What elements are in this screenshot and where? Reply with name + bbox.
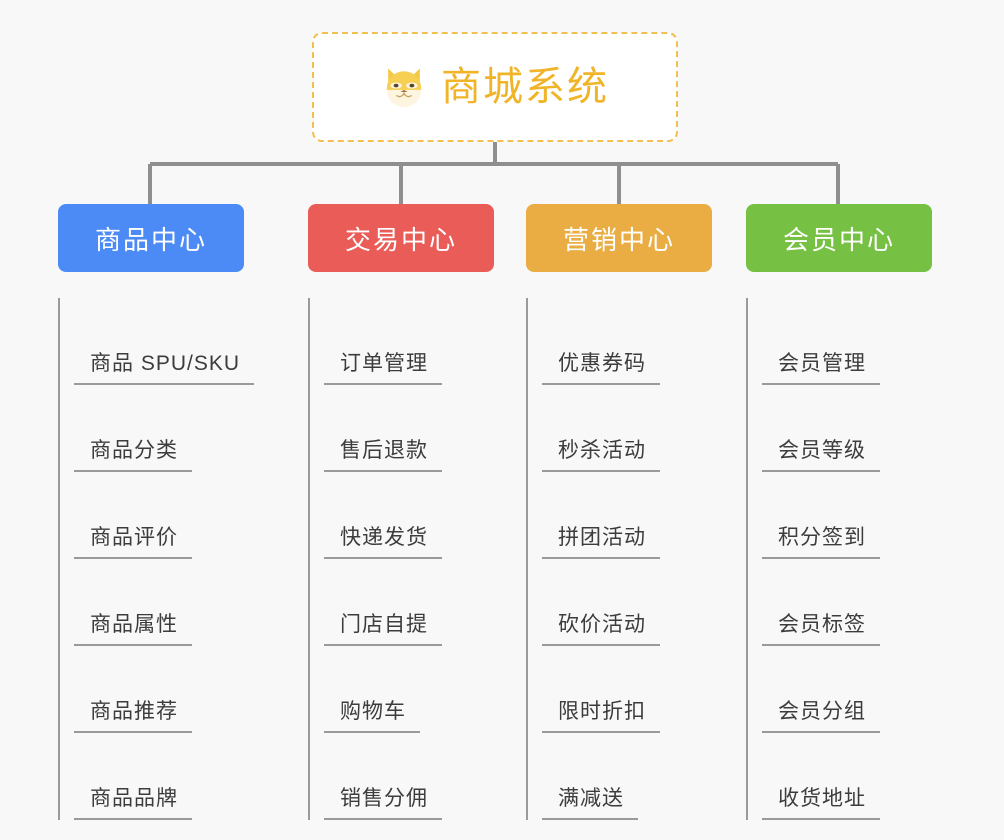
branch-items-1: 订单管理 售后退款 快递发货 门店自提 购物车 销售分佣: [308, 298, 494, 820]
leaf-label: 满减送: [542, 787, 638, 820]
branch-member-center: 会员中心 会员管理 会员等级 积分签到 会员标签 会员分组 收货地址: [746, 204, 932, 820]
leaf-label: 商品品牌: [74, 787, 192, 820]
branch-header-2[interactable]: 营销中心: [526, 204, 712, 272]
shiba-dog-icon: [386, 68, 422, 108]
leaf-label: 拼团活动: [542, 526, 660, 559]
list-item[interactable]: 订单管理: [324, 298, 494, 385]
branch-items-0: 商品 SPU/SKU 商品分类 商品评价 商品属性 商品推荐 商品品牌: [58, 298, 255, 820]
branch-items-2: 优惠券码 秒杀活动 拼团活动 砍价活动 限时折扣 满减送: [526, 298, 712, 820]
list-item[interactable]: 优惠券码: [542, 298, 712, 385]
list-item[interactable]: 会员管理: [762, 298, 932, 385]
list-item[interactable]: 商品分类: [74, 385, 244, 472]
list-item[interactable]: 购物车: [324, 646, 494, 733]
list-item[interactable]: 快递发货: [324, 472, 494, 559]
leaf-label: 商品属性: [74, 613, 192, 646]
list-item[interactable]: 会员标签: [762, 559, 932, 646]
leaf-label: 商品分类: [74, 439, 192, 472]
leaf-label: 销售分佣: [324, 787, 442, 820]
leaf-label: 购物车: [324, 700, 420, 733]
list-item[interactable]: 收货地址: [762, 733, 932, 820]
list-item[interactable]: 售后退款: [324, 385, 494, 472]
branch-header-1[interactable]: 交易中心: [308, 204, 494, 272]
branch-header-label-2: 营销中心: [562, 224, 675, 255]
leaf-label: 售后退款: [324, 439, 442, 472]
list-item[interactable]: 拼团活动: [542, 472, 712, 559]
leaf-label: 优惠券码: [542, 352, 660, 385]
leaf-label: 会员分组: [762, 700, 880, 733]
list-item[interactable]: 秒杀活动: [542, 385, 712, 472]
branch-trade-center: 交易中心 订单管理 售后退款 快递发货 门店自提 购物车 销售分佣: [308, 204, 494, 820]
leaf-label: 秒杀活动: [542, 439, 660, 472]
leaf-label: 商品推荐: [74, 700, 192, 733]
list-item[interactable]: 门店自提: [324, 559, 494, 646]
leaf-label: 会员等级: [762, 439, 880, 472]
leaf-label: 限时折扣: [542, 700, 660, 733]
list-item[interactable]: 商品评价: [74, 472, 244, 559]
list-item[interactable]: 满减送: [542, 733, 712, 820]
leaf-label: 商品 SPU/SKU: [74, 352, 255, 385]
leaf-label: 商品评价: [74, 526, 192, 559]
list-item[interactable]: 积分签到: [762, 472, 932, 559]
list-item[interactable]: 限时折扣: [542, 646, 712, 733]
list-item[interactable]: 商品推荐: [74, 646, 244, 733]
leaf-label: 收货地址: [762, 787, 880, 820]
branch-items-3: 会员管理 会员等级 积分签到 会员标签 会员分组 收货地址: [746, 298, 932, 820]
leaf-label: 砍价活动: [542, 613, 660, 646]
branch-header-label-3: 会员中心: [782, 224, 895, 255]
list-item[interactable]: 会员分组: [762, 646, 932, 733]
leaf-label: 快递发货: [324, 526, 442, 559]
leaf-label: 会员管理: [762, 352, 880, 385]
list-item[interactable]: 砍价活动: [542, 559, 712, 646]
branch-header-0[interactable]: 商品中心: [58, 204, 244, 272]
branch-header-label-1: 交易中心: [344, 224, 457, 255]
root-node[interactable]: 商城系统: [312, 32, 678, 142]
list-item[interactable]: 商品 SPU/SKU: [74, 298, 255, 385]
leaf-label: 会员标签: [762, 613, 880, 646]
leaf-label: 门店自提: [324, 613, 442, 646]
list-item[interactable]: 商品属性: [74, 559, 244, 646]
root-title: 商城系统: [441, 65, 609, 109]
branch-header-label-0: 商品中心: [94, 224, 207, 255]
leaf-label: 积分签到: [762, 526, 880, 559]
leaf-label: 订单管理: [324, 352, 442, 385]
list-item[interactable]: 商品品牌: [74, 733, 244, 820]
branch-product-center: 商品中心 商品 SPU/SKU 商品分类 商品评价 商品属性 商品推荐 商品品牌: [58, 204, 255, 820]
branch-header-3[interactable]: 会员中心: [746, 204, 932, 272]
branch-marketing-center: 营销中心 优惠券码 秒杀活动 拼团活动 砍价活动 限时折扣 满减送: [526, 204, 712, 820]
list-item[interactable]: 会员等级: [762, 385, 932, 472]
list-item[interactable]: 销售分佣: [324, 733, 494, 820]
